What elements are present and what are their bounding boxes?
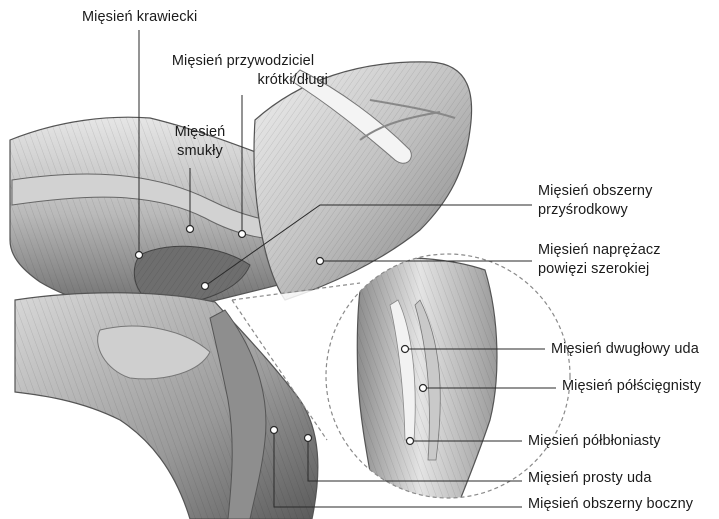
label-line: smukły bbox=[160, 142, 240, 161]
label-biceps-femoris: Mięsień dwugłowy uda bbox=[551, 340, 699, 359]
label-line: przyśrodkowy bbox=[538, 201, 652, 220]
label-rectus-femoris: Mięsień prosty uda bbox=[528, 469, 652, 488]
label-vastus-lateralis: Mięsień obszerny boczny bbox=[528, 495, 693, 514]
label-line: Mięsień naprężacz bbox=[538, 241, 661, 260]
label-semimembranosus: Mięsień półbłoniasty bbox=[528, 432, 661, 451]
label-line: Mięsień przywodziciel bbox=[158, 52, 328, 71]
label-adductor-brevis-longus: Mięsień przywodziciel krótki/długi bbox=[158, 52, 328, 90]
label-line: Mięsień bbox=[160, 123, 240, 142]
label-sartorius: Mięsień krawiecki bbox=[82, 8, 197, 27]
label-semitendinosus: Mięsień półścięgnisty bbox=[562, 377, 701, 396]
label-line: powięzi szerokiej bbox=[538, 260, 661, 279]
posterior-thigh-inset bbox=[326, 254, 570, 500]
label-line: krótki/długi bbox=[158, 71, 328, 90]
label-vastus-medialis: Mięsień obszerny przyśrodkowy bbox=[538, 182, 652, 220]
label-gracilis: Mięsień smukły bbox=[160, 123, 240, 161]
label-line: Mięsień obszerny bbox=[538, 182, 652, 201]
label-tensor-fasciae-latae: Mięsień naprężacz powięzi szerokiej bbox=[538, 241, 661, 279]
